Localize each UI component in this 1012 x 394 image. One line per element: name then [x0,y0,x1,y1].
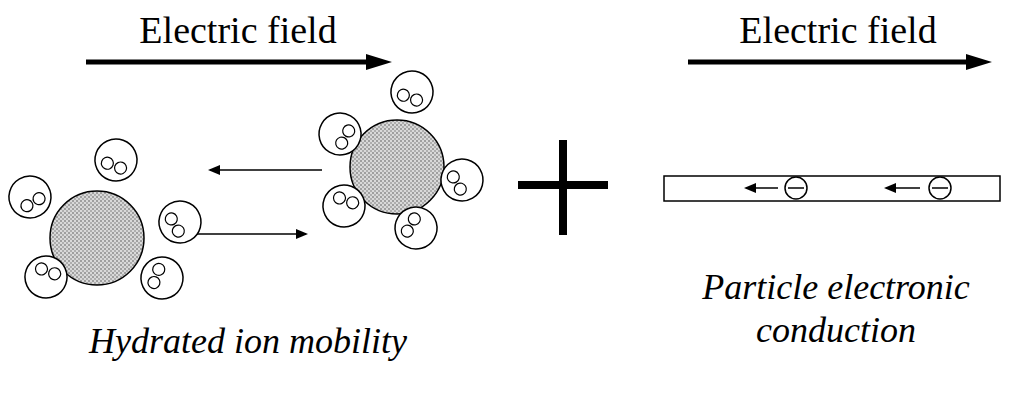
water-molecule [1,168,58,225]
mechanism-label: Hydrated ion mobility [28,320,468,363]
water-molecule [89,133,143,187]
field-arrow [688,54,992,70]
water-molecule [433,151,490,208]
water-molecule [19,250,73,304]
field-arrow [86,54,392,70]
plus-sign [518,140,608,235]
motion-arrow [196,165,322,239]
conducting-particle [664,176,1000,201]
water-molecule [385,65,439,119]
water-molecules [1,65,490,305]
water-molecule [387,199,444,256]
water-molecule [151,193,208,250]
water-molecule [317,179,371,233]
water-molecule [311,105,368,162]
mechanism-label: Particle electronic conduction [666,266,1006,352]
field-label: Electric field [73,8,403,54]
field-label: Electric field [673,8,1003,54]
water-molecule [135,251,189,305]
